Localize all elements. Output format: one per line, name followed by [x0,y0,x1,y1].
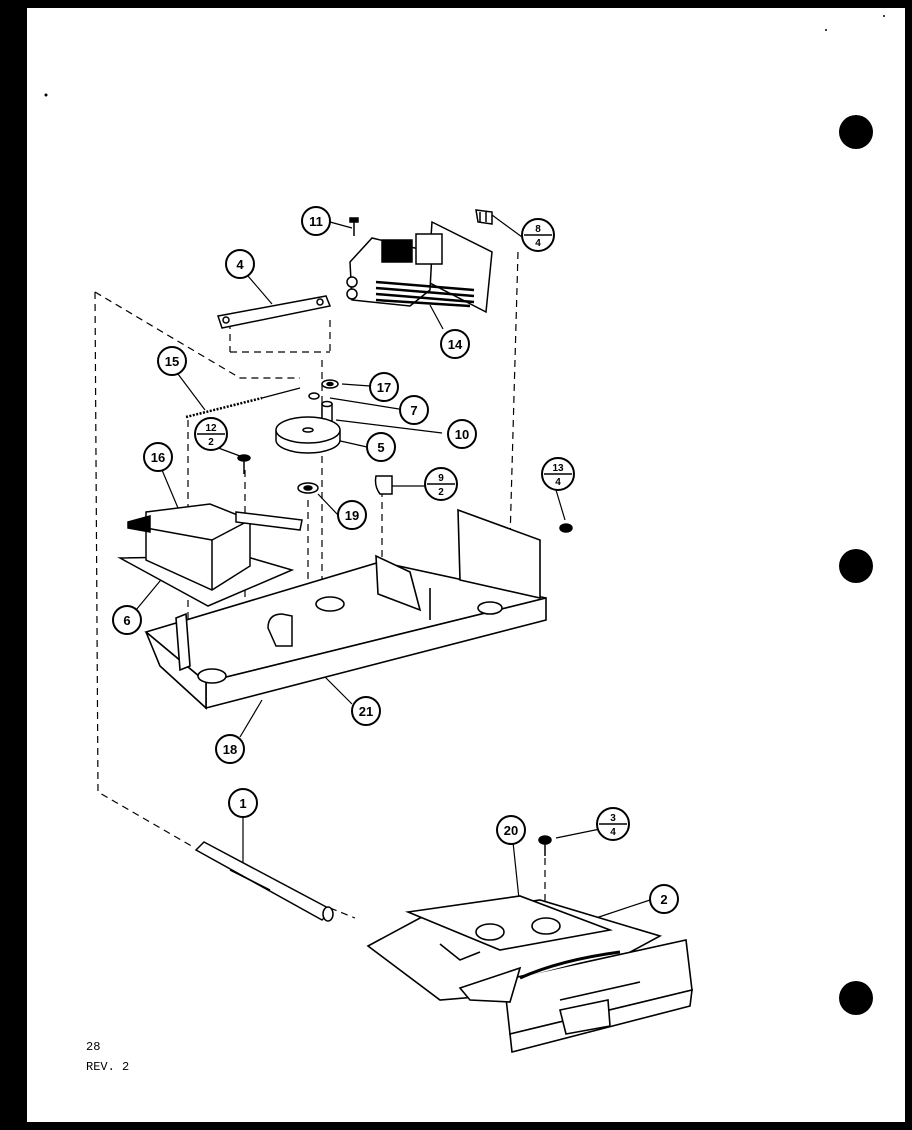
callout-15: 15 [157,346,187,376]
svg-text:13: 13 [552,463,564,474]
svg-text:4: 4 [610,827,616,838]
callout-21: 21 [351,696,381,726]
latch-assembly-part-2 [366,895,693,1054]
svg-text:11: 11 [309,214,323,229]
svg-text:4: 4 [555,477,561,488]
svg-text:1: 1 [239,796,246,811]
svg-text:12: 12 [205,423,217,434]
split-callout-8-4: 8 4 [521,218,555,252]
cam-disc-part-5 [275,416,341,454]
callout-6: 6 [112,605,142,635]
screw-part-13 [559,523,573,533]
callout-1: 1 [228,788,258,818]
split-callouts: 8 4 12 2 9 2 13 4 3 4 [194,218,630,841]
callout-7: 7 [399,395,429,425]
svg-text:10: 10 [455,427,469,442]
svg-text:2: 2 [660,892,667,907]
relay-assembly-part-14 [346,220,493,314]
callout-14: 14 [440,329,470,359]
base-bracket-part-18 [144,508,547,710]
svg-text:20: 20 [504,823,518,838]
split-callout-9-2: 9 2 [424,467,458,501]
revision-label: REV. 2 [86,1060,129,1074]
spring-part-15 [185,387,301,419]
page-number: 28 [86,1040,100,1054]
callout-2: 2 [649,884,679,914]
svg-text:6: 6 [123,613,130,628]
clip-part-9 [374,475,393,495]
switch-part-16 [117,503,303,607]
callout-10: 10 [447,419,477,449]
speck [825,29,827,31]
link-bar-part-4 [217,295,332,329]
binder-hole-top [839,115,873,149]
shaft-part-1 [194,841,334,922]
svg-text:14: 14 [448,337,463,352]
spring-clip-part-21 [267,613,293,647]
washer-part-17 [321,379,339,389]
svg-text:4: 4 [236,257,244,272]
svg-text:2: 2 [208,437,214,448]
svg-text:15: 15 [165,354,179,369]
svg-text:17: 17 [377,380,391,395]
callout-16: 16 [143,442,173,472]
callout-5: 5 [366,432,396,462]
binder-hole-bottom [839,981,873,1015]
svg-text:5: 5 [377,440,384,455]
leader-lines [135,214,651,966]
split-callout-13-4: 13 4 [541,457,575,491]
svg-text:7: 7 [410,403,417,418]
svg-text:3: 3 [610,813,616,824]
speck [883,15,885,17]
washer-part-19 [297,482,319,494]
callouts: 11 4 14 15 17 7 10 5 16 19 6 21 18 1 20 … [112,206,679,914]
binder-hole-middle [839,549,873,583]
callout-19: 19 [337,500,367,530]
callout-20: 20 [496,815,526,845]
callout-4: 4 [225,249,255,279]
pin-part-7 [308,392,320,400]
svg-text:8: 8 [535,224,541,235]
svg-text:9: 9 [438,473,444,484]
callout-18: 18 [215,734,245,764]
svg-text:16: 16 [151,450,165,465]
callout-11: 11 [301,206,331,236]
svg-text:18: 18 [223,742,237,757]
screw-part-3 [538,835,552,856]
svg-text:19: 19 [345,508,359,523]
screw-part-11 [349,217,359,236]
svg-text:2: 2 [438,487,444,498]
split-callout-12-2: 12 2 [194,417,228,451]
svg-text:4: 4 [535,238,541,249]
svg-text:21: 21 [359,704,373,719]
callout-17: 17 [369,372,399,402]
clip-part-8 [475,209,493,225]
split-callout-3-4: 3 4 [596,807,630,841]
screw-part-12 [237,454,251,474]
speck [44,93,48,97]
